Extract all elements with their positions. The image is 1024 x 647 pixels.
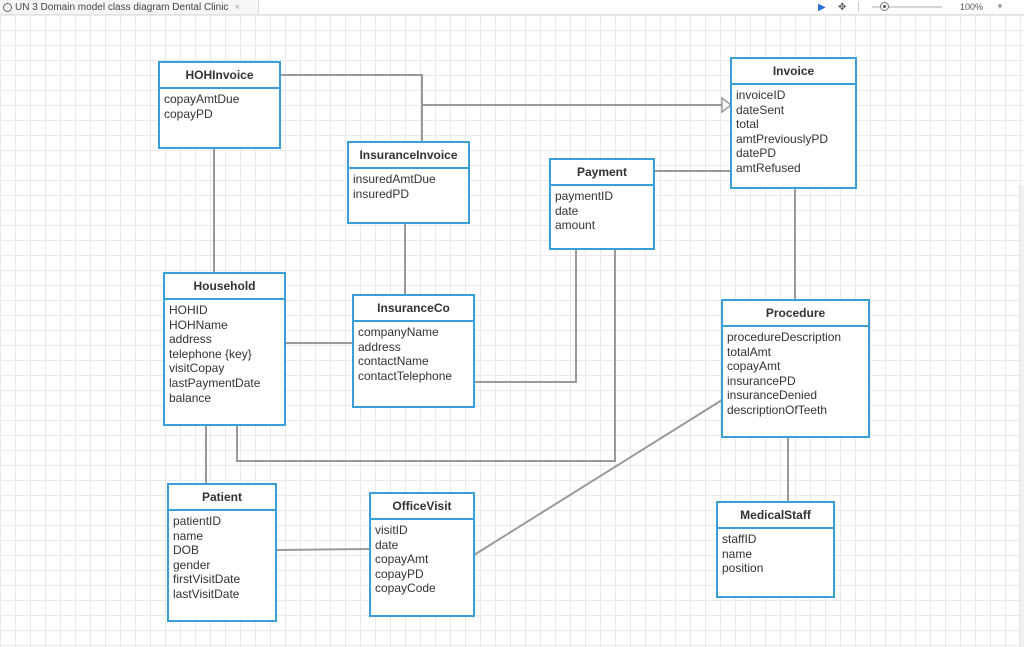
class-name: MedicalStaff [718,503,833,529]
class-name: InsuranceInvoice [349,143,468,169]
class-name: OfficeVisit [371,494,473,520]
attribute: copayAmtDue [164,92,240,106]
attribute: dateSent [736,102,785,117]
chevron-down-icon[interactable]: ▼ [996,2,1004,11]
attribute-list: invoiceID dateSent total amtPreviouslyPD… [732,85,855,176]
tab-status-icon [3,2,12,12]
attribute: HOHName [169,317,228,332]
attribute-list: insuredAmtDue insuredPD [349,169,468,201]
class-patient[interactable]: Patient patientID name DOB gender firstV… [167,483,277,622]
attribute: copayPD [164,106,213,121]
attribute-list: HOHID HOHName address telephone {key} vi… [165,300,284,405]
attribute: invoiceID [736,88,786,102]
attribute: balance [169,390,212,405]
attribute: visitID [375,523,408,537]
class-name: Invoice [732,59,855,85]
attribute: amtRefused [736,160,801,175]
top-toolbar: UN 3 Domain model class diagram Dental C… [0,0,1024,15]
attribute: patientID [173,514,222,528]
class-medicalstaff[interactable]: MedicalStaff staffID name position [716,501,835,598]
connector-insuranceco-payment[interactable] [474,249,577,383]
attribute: amount [555,218,596,233]
diagram-tab[interactable]: UN 3 Domain model class diagram Dental C… [0,0,259,14]
vertical-scrollbar[interactable] [1019,185,1024,647]
connector-household-payment[interactable] [236,249,616,462]
attribute: paymentID [555,189,614,203]
attribute: date [555,203,579,218]
attribute-list: staffID name position [718,529,833,576]
attribute-list: procedureDescription totalAmt copayAmt i… [723,327,868,418]
class-procedure[interactable]: Procedure procedureDescription totalAmt … [721,299,870,438]
class-insuranceinvoice[interactable]: InsuranceInvoice insuredAmtDue insuredPD [347,141,470,224]
move-icon[interactable]: ✥ [838,1,847,13]
attribute: contactName [358,354,429,369]
tab-close-icon[interactable]: × [234,1,241,13]
attribute: copayPD [375,566,424,581]
cursor-arrow-icon[interactable]: ▶ [818,1,826,13]
class-name: Payment [551,160,653,186]
class-officevisit[interactable]: OfficeVisit visitID date copayAmt copayP… [369,492,475,617]
attribute: DOB [173,543,200,558]
attribute: total [736,117,759,132]
attribute: contactTelephone [358,368,453,383]
connector-hohinvoice-invoice[interactable] [280,74,722,106]
attribute: lastVisitDate [173,586,240,601]
class-name: Household [165,274,284,300]
connector-patient-officevisit[interactable] [275,548,370,551]
connector-officevisit-procedure[interactable] [473,399,723,556]
attribute: name [722,546,753,561]
attribute: companyName [358,325,439,339]
attribute: totalAmt [727,344,772,359]
attribute: address [358,339,401,354]
attribute-list: paymentID date amount [551,186,653,233]
attribute-list: patientID name DOB gender firstVisitDate… [169,511,275,602]
toolbar-divider [858,2,859,12]
generalization-arrowhead [721,96,733,114]
attribute: lastPaymentDate [169,375,261,390]
attribute-list: copayAmtDue copayPD [160,89,279,121]
class-payment[interactable]: Payment paymentID date amount [549,158,655,250]
attribute: position [722,561,764,576]
attribute: firstVisitDate [173,572,241,587]
zoom-slider-handle[interactable] [880,2,889,11]
attribute: amtPreviouslyPD [736,131,829,146]
class-name: InsuranceCo [354,296,473,322]
tab-title: UN 3 Domain model class diagram Dental C… [15,1,229,13]
attribute: procedureDescription [727,330,842,344]
zoom-slider[interactable] [872,6,942,8]
class-name: Procedure [723,301,868,327]
attribute: descriptionOfTeeth [727,402,828,417]
attribute: insuranceDenied [727,388,818,403]
class-name: HOHInvoice [160,63,279,89]
attribute: staffID [722,532,757,546]
attribute: copayAmt [375,552,429,567]
attribute: insuredAmtDue [353,172,436,186]
class-name: Patient [169,485,275,511]
class-hohinvoice[interactable]: HOHInvoice copayAmtDue copayPD [158,61,281,149]
zoom-level[interactable]: 100% [960,2,984,12]
attribute: copayCode [375,581,436,596]
attribute: insuredPD [353,186,410,201]
attribute: HOHID [169,303,208,317]
attribute: visitCopay [169,361,225,376]
class-household[interactable]: Household HOHID HOHName address telephon… [163,272,286,426]
attribute: insurancePD [727,373,796,388]
attribute-list: visitID date copayAmt copayPD copayCode [371,520,473,596]
attribute-list: companyName address contactName contactT… [354,322,473,383]
attribute: gender [173,557,211,572]
attribute: date [375,537,399,552]
attribute: datePD [736,146,777,161]
attribute: name [173,528,204,543]
attribute: telephone {key} [169,346,252,361]
attribute: address [169,332,212,347]
class-invoice[interactable]: Invoice invoiceID dateSent total amtPrev… [730,57,857,189]
class-insuranceco[interactable]: InsuranceCo companyName address contactN… [352,294,475,408]
attribute: copayAmt [727,359,781,374]
